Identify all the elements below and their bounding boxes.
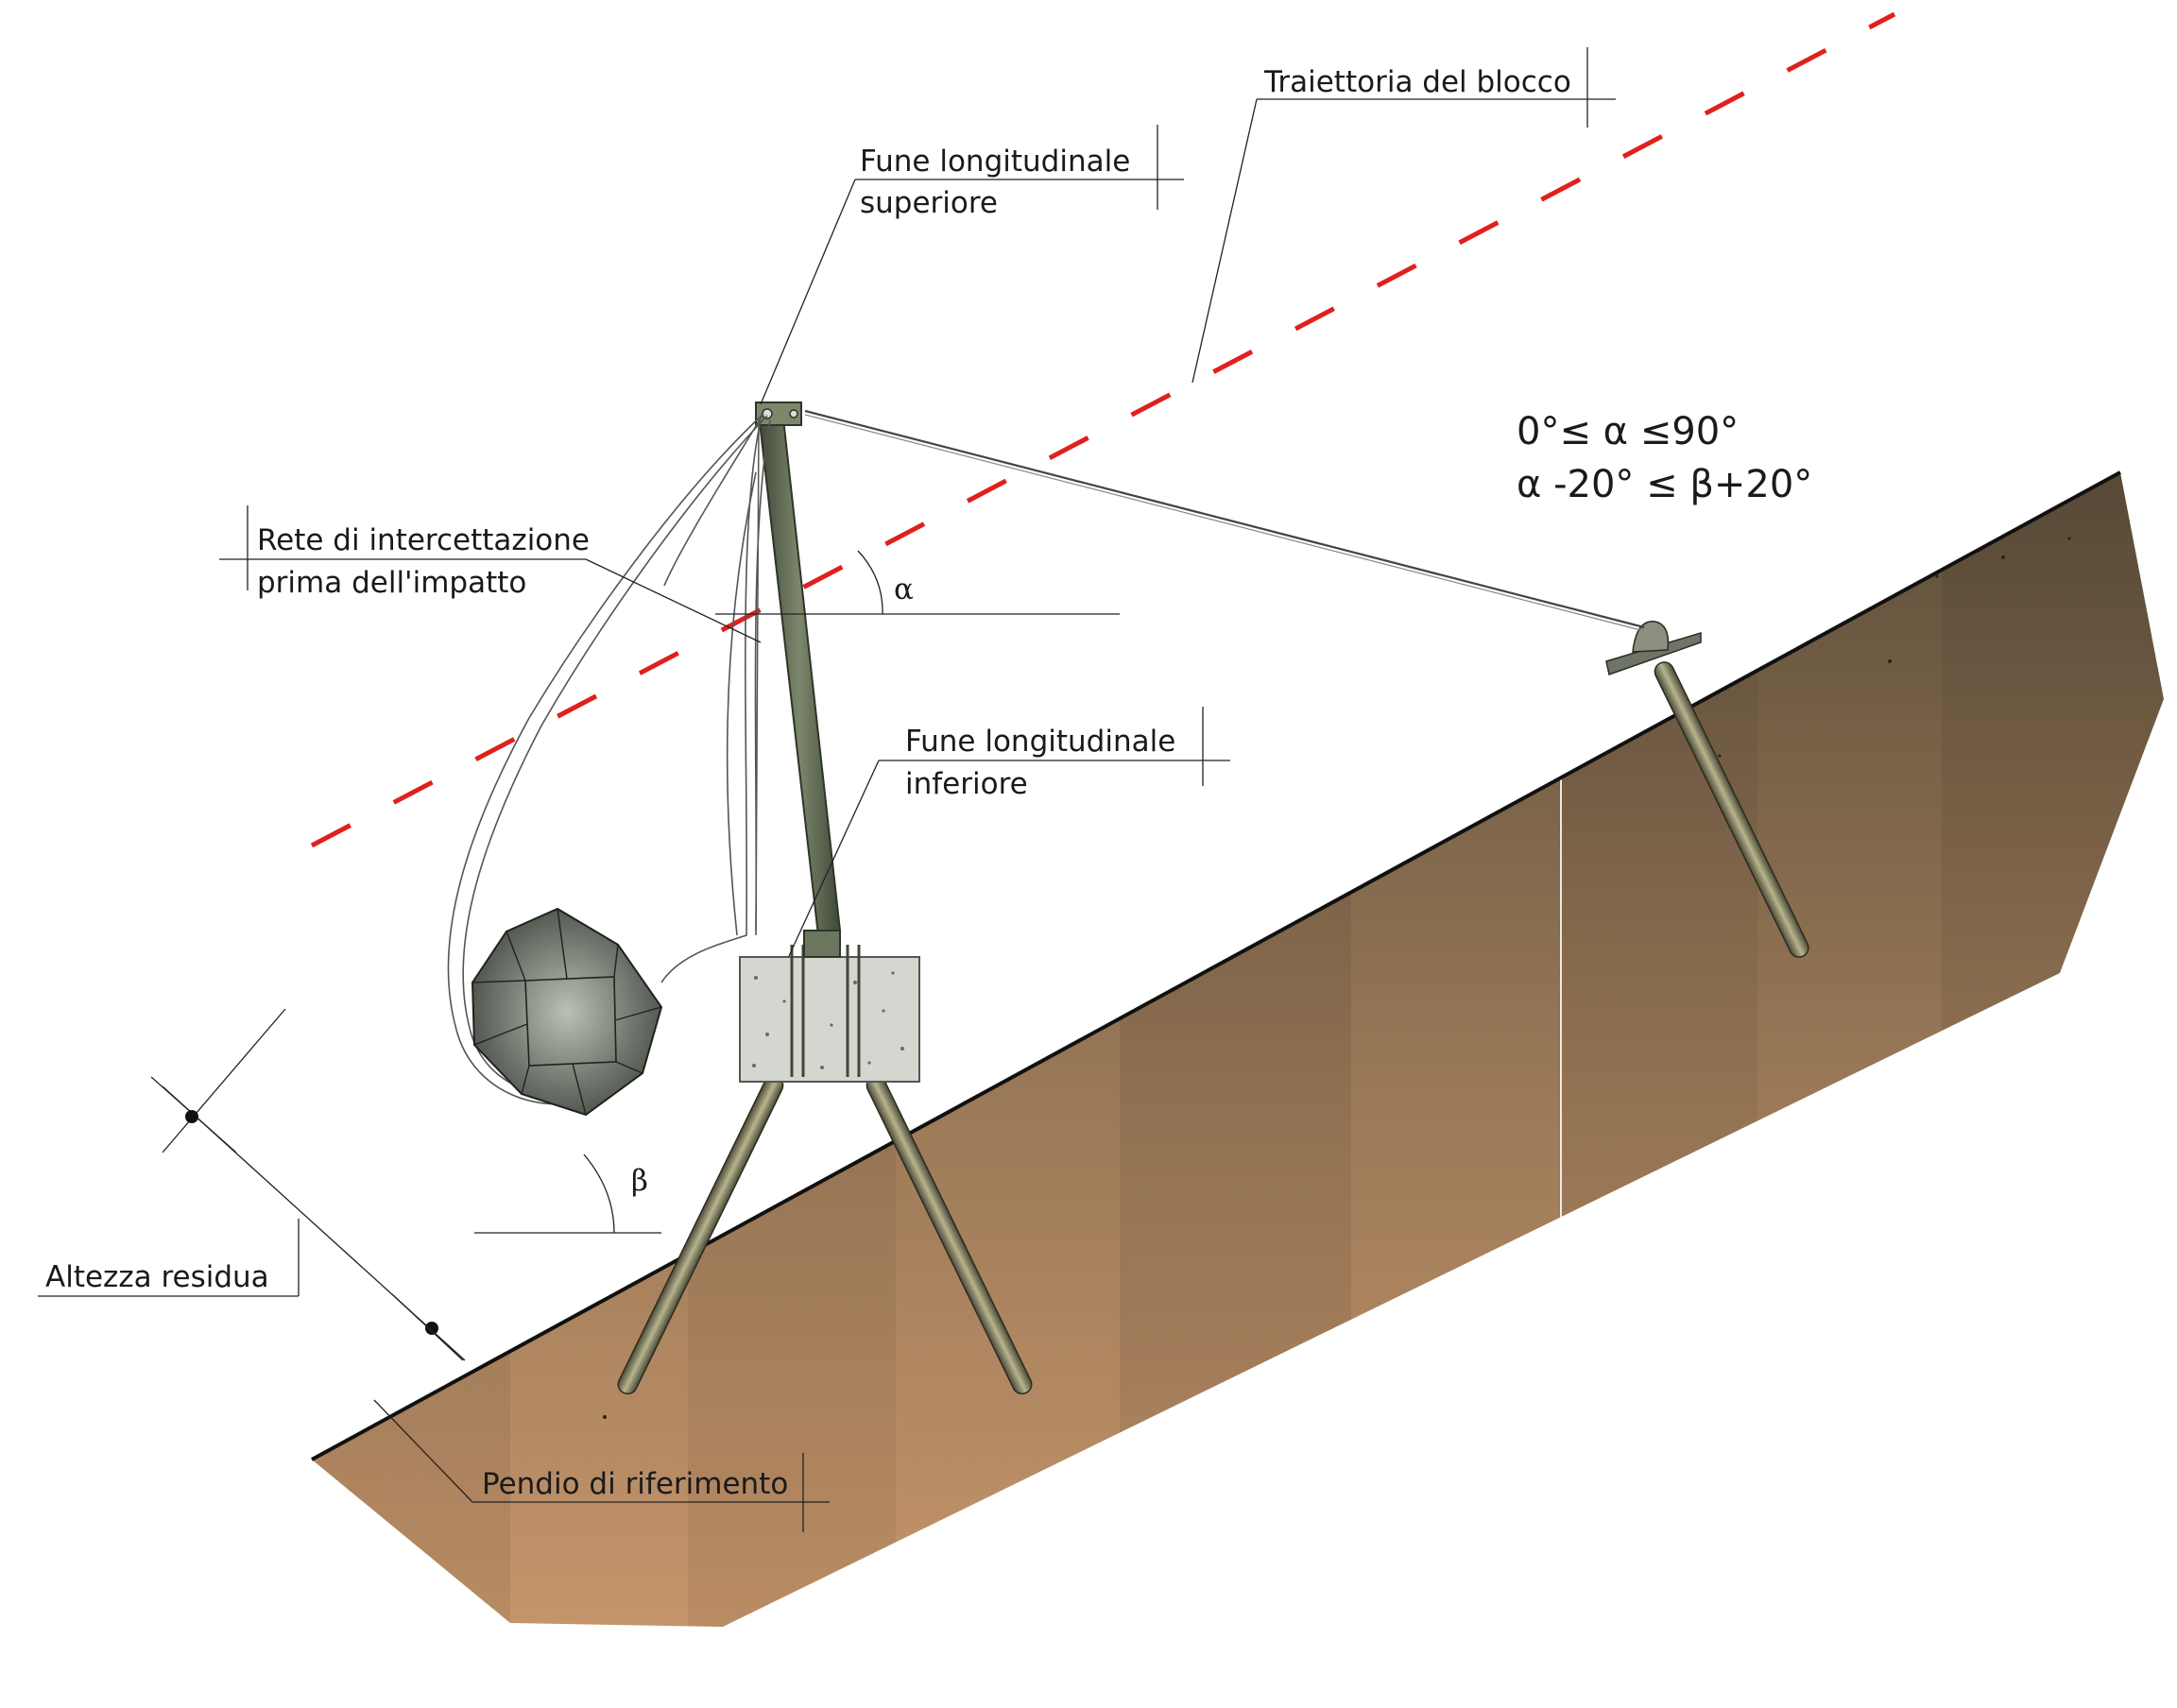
- residual-height-bottom-point: [425, 1322, 438, 1335]
- slope-surface-line: [311, 470, 2121, 1461]
- upper-rope-callout: Fune longitudinale superiore: [760, 125, 1184, 405]
- upslope-anchor: [1605, 621, 1809, 958]
- net-label-line1: Rete di intercettazione: [257, 523, 590, 557]
- intercepting-net: [447, 413, 771, 1105]
- condition-alpha: 0°≤ α ≤90°: [1517, 410, 1739, 453]
- alpha-angle-construction: α: [715, 550, 1120, 615]
- beta-angle-construction: β: [474, 1153, 661, 1234]
- residual-height-dimension: [150, 1008, 466, 1361]
- upper-rope-label-line2: superiore: [860, 186, 998, 220]
- lower-rope-callout: Fune longitudinale inferiore: [788, 707, 1230, 957]
- lower-rope-label-line1: Fune longitudinale: [905, 725, 1175, 759]
- lower-rope-label-line2: inferiore: [905, 767, 1028, 801]
- condition-beta: α -20° ≤ β+20°: [1517, 463, 1812, 506]
- upper-rope-label-line1: Fune longitudinale: [860, 145, 1130, 179]
- net-callout: Rete di intercettazione prima dell'impat…: [219, 505, 762, 643]
- beta-symbol: β: [631, 1164, 648, 1198]
- block-trajectory-line: [310, 11, 1896, 848]
- concrete-foundation: [739, 945, 920, 1083]
- residual-height-top-point: [185, 1110, 198, 1123]
- reference-slope-label: Pendio di riferimento: [482, 1467, 788, 1501]
- anchor-plate: [1605, 631, 1702, 675]
- post-base-plate: [803, 930, 841, 958]
- reference-slope-callout: Pendio di riferimento: [373, 1399, 830, 1532]
- net-label-line2: prima dell'impatto: [257, 566, 526, 600]
- residual-height-label: Altezza residua: [45, 1260, 269, 1294]
- rock-block: [471, 907, 663, 1117]
- trajectory-label: Traiettoria del blocco: [1263, 65, 1571, 99]
- trajectory-callout: Traiettoria del blocco: [1191, 47, 1616, 384]
- anchor-head: [1632, 621, 1670, 653]
- alpha-symbol: α: [894, 572, 914, 606]
- angle-conditions: 0°≤ α ≤90° α -20° ≤ β+20°: [1517, 410, 1812, 506]
- upslope-anchor-rod: [1654, 661, 1809, 958]
- upslope-cable: [804, 409, 1645, 632]
- residual-height-callout: Altezza residua: [38, 1219, 300, 1297]
